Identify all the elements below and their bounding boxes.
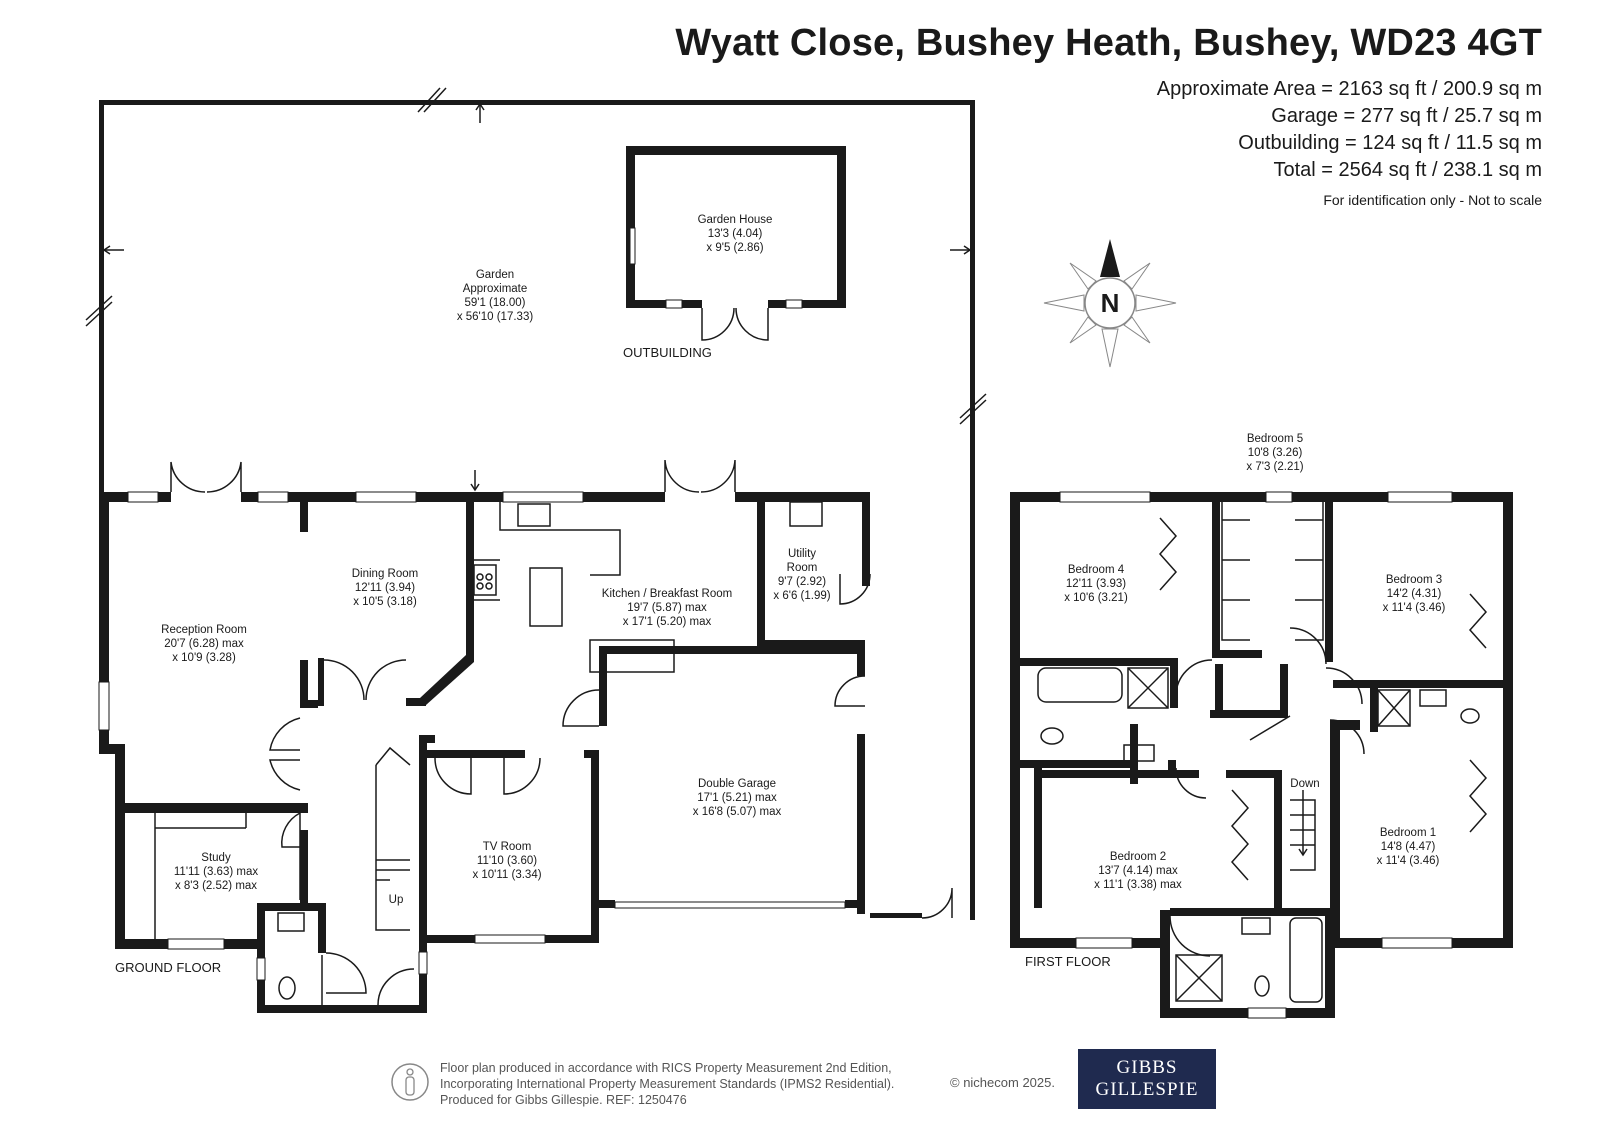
outbuilding bbox=[626, 146, 846, 341]
first-floor-fittings bbox=[1037, 502, 1488, 1003]
area-garage: Garage = 277 sq ft / 25.7 sq m bbox=[1271, 105, 1542, 127]
logo-line-1: GIBBS bbox=[1116, 1057, 1178, 1078]
compass-rose: N bbox=[1043, 239, 1177, 368]
footer-notes: Floor plan produced in accordance with R… bbox=[440, 1060, 894, 1108]
compass-north-label: N bbox=[1101, 288, 1120, 318]
ground-floor-walls bbox=[98, 491, 870, 1013]
area-approximate: Approximate Area = 2163 sq ft / 200.9 sq… bbox=[1156, 78, 1542, 100]
identification-note: For identification only - Not to scale bbox=[1323, 192, 1542, 208]
page-title: Wyatt Close, Bushey Heath, Bushey, WD23 … bbox=[675, 22, 1542, 64]
garden-boundary bbox=[85, 87, 987, 920]
ground-floor-label: GROUND FLOOR bbox=[115, 960, 221, 975]
outbuilding-label: OUTBUILDING bbox=[623, 345, 712, 360]
person-icon bbox=[391, 1063, 429, 1101]
logo-line-2: GILLESPIE bbox=[1095, 1079, 1199, 1100]
area-outbuilding: Outbuilding = 124 sq ft / 11.5 sq m bbox=[1238, 132, 1542, 154]
gibbs-gillespie-logo: GIBBS GILLESPIE bbox=[1078, 1049, 1216, 1109]
footer-line-1: Floor plan produced in accordance with R… bbox=[440, 1061, 892, 1075]
footer-line-2: Incorporating International Property Mea… bbox=[440, 1077, 895, 1091]
stairs-down-label: Down bbox=[1290, 778, 1319, 790]
area-total: Total = 2564 sq ft / 238.1 sq m bbox=[1273, 159, 1543, 181]
first-floor-walls bbox=[1010, 491, 1513, 1019]
footer-line-3: Produced for Gibbs Gillespie. REF: 12504… bbox=[440, 1093, 687, 1107]
stairs-up-label: Up bbox=[389, 894, 404, 906]
ground-floor-fittings bbox=[154, 459, 953, 1006]
first-floor-label: FIRST FLOOR bbox=[1025, 954, 1111, 969]
copyright: © nichecom 2025. bbox=[950, 1075, 1055, 1090]
area-summary: Approximate Area = 2163 sq ft / 200.9 sq… bbox=[1157, 76, 1542, 184]
